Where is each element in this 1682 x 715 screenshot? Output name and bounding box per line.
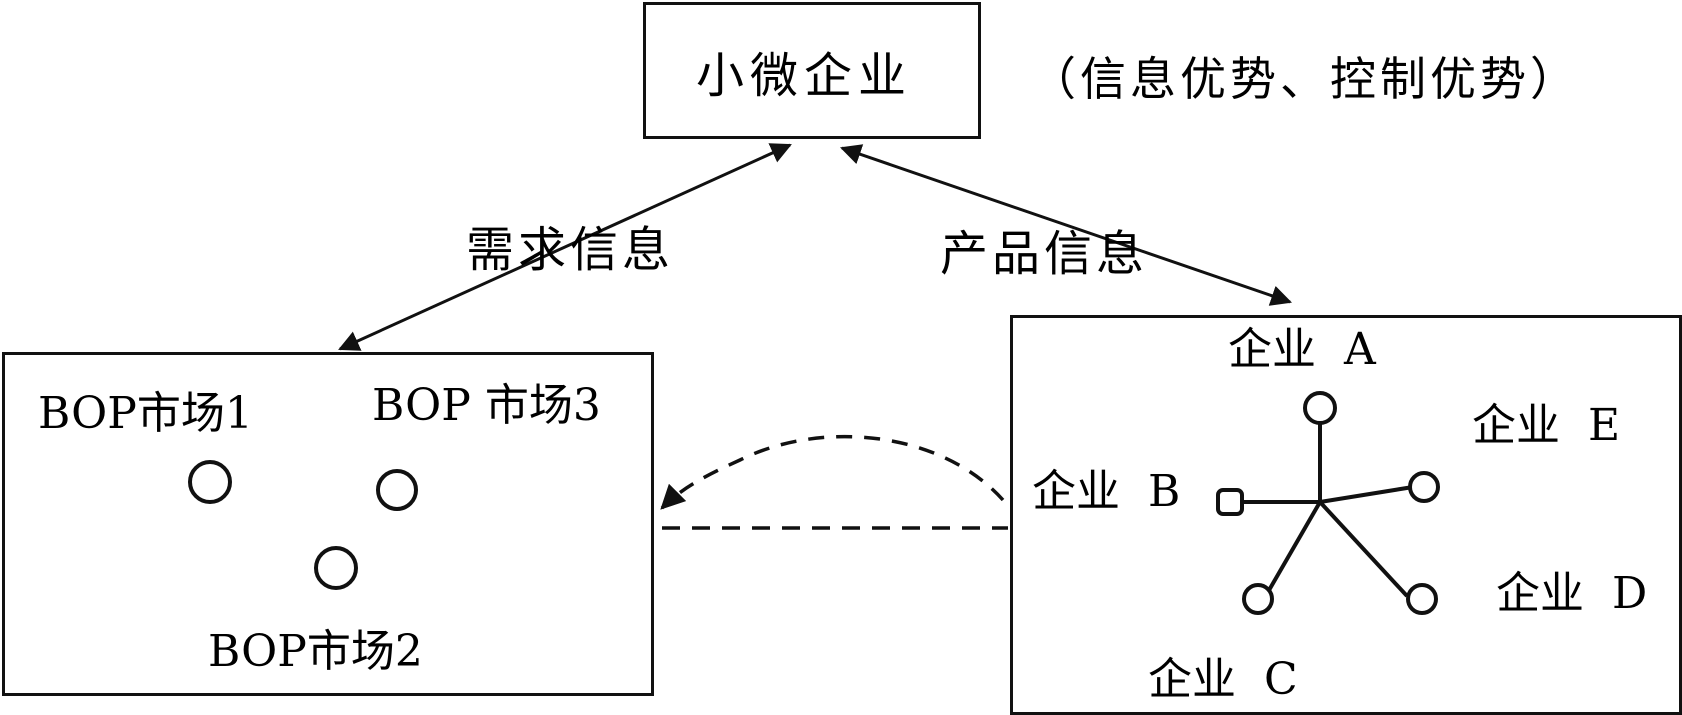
small-micro-enterprise-label: 小微企业 [696,48,913,104]
enterprise-a-node [1303,391,1337,425]
advantage-note: （信息优势、控制优势） [1030,52,1580,106]
dashed-curve-arrow [660,434,1005,510]
bop-market-3-node [376,469,418,511]
bop-market-2-label: BOP市场2 [208,626,423,677]
enterprise-b-label: 企业 B [1032,466,1181,517]
bop-market-1-node [188,460,232,504]
demand-info-arrow [338,143,792,351]
enterprise-e-node [1408,471,1440,503]
enterprise-d-label: 企业 D [1496,568,1648,619]
enterprise-d-node [1406,583,1438,615]
enterprise-e-label: 企业 E [1472,400,1621,451]
product-info-label: 产品信息 [940,226,1149,282]
bop-market-1-label: BOP市场1 [38,388,253,439]
enterprise-network-box [1010,315,1682,715]
small-micro-enterprise-box [643,2,981,139]
enterprise-c-node [1242,583,1274,615]
bop-market-3-label: BOP 市场3 [372,380,601,431]
demand-info-label: 需求信息 [466,222,675,278]
enterprise-star-network [1243,422,1414,598]
product-info-arrow [840,144,1292,306]
enterprise-c-label: 企业 C [1148,654,1298,705]
enterprise-a-label: 企业 A [1228,324,1376,375]
bop-market-box [2,352,654,696]
bop-market-2-node [314,546,358,590]
enterprise-b-node [1216,488,1244,516]
